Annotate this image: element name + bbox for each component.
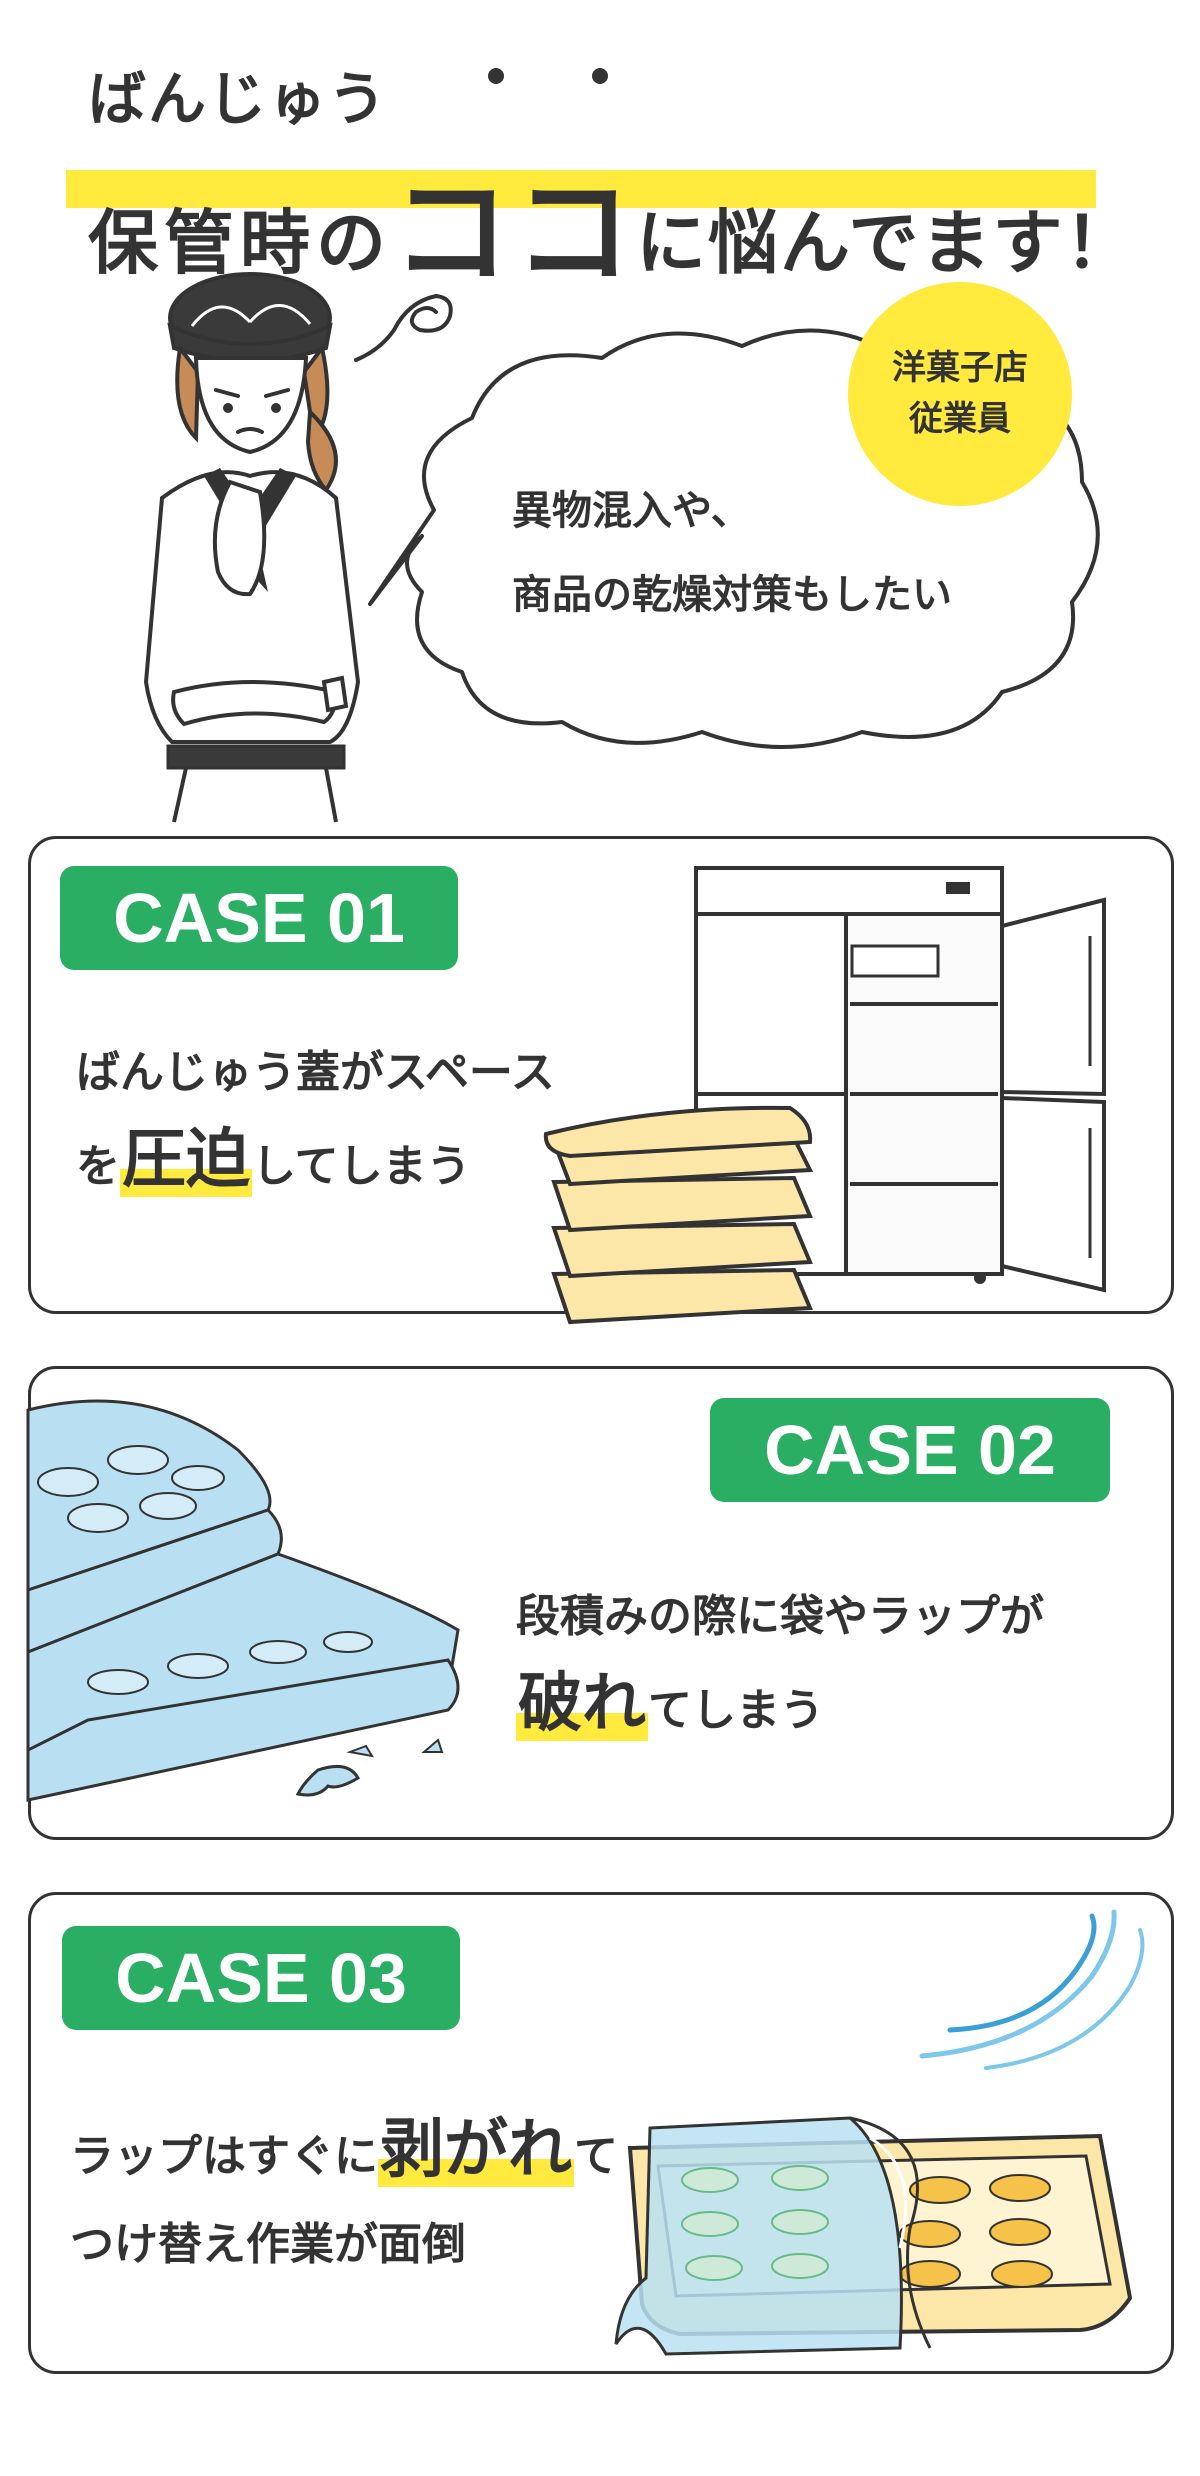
- case-2-emphasis: 破れ: [516, 1667, 648, 1741]
- badge-line1: 洋菓子店: [892, 348, 1028, 388]
- case-label-3: CASE 03: [62, 1926, 460, 2030]
- peeling-wrap-tray-illustration: [614, 2116, 1133, 2356]
- speaker-badge: 洋菓子店 従業員: [848, 282, 1072, 506]
- title-emphasis: ココ: [392, 163, 637, 301]
- title-highlight: [66, 170, 1096, 208]
- badge-line2: 従業員: [909, 399, 1011, 439]
- dizzy-swirl-icon: [354, 293, 453, 362]
- case-3-line2: つけ替え作業が面倒: [70, 2219, 466, 2270]
- emphasis-dot: [488, 68, 504, 84]
- worried-chef-illustration: [143, 272, 361, 823]
- case-2-line2: 破れてしまう: [516, 1652, 824, 1744]
- case-label-2: CASE 02: [710, 1398, 1110, 1502]
- title-line2: 保管時のココに悩んでます！: [88, 130, 1137, 301]
- emphasis-dot: [592, 68, 608, 84]
- case-3-line1-post: て: [574, 2131, 618, 2182]
- case-2-line2-post: てしまう: [648, 1685, 824, 1736]
- case-3-line1: ラップはすぐに剥がれて: [70, 2098, 618, 2190]
- case-1-emphasis: 圧迫: [120, 1123, 252, 1197]
- title-line2-post: に悩んでます！: [636, 202, 1137, 284]
- case-1-line2-pre: を: [76, 1141, 120, 1192]
- case-2-line1: 段積みの際に袋やラップが: [516, 1591, 1044, 1642]
- title-line2-pre: 保管時の: [88, 202, 392, 284]
- case-label-1: CASE 01: [60, 866, 458, 970]
- wind-swirl-icon: [919, 1909, 1145, 2070]
- speech-line2: 商品の乾燥対策もしたい: [512, 572, 952, 618]
- torn-wrap-trays-illustration: [26, 1399, 460, 1802]
- stacked-trays-illustration: [543, 1105, 814, 1325]
- case-3-line1-pre: ラップはすぐに: [70, 2131, 378, 2182]
- case-1-line1: ばんじゅう蓋がスペース: [76, 1047, 555, 1098]
- title-line1: ばんじゅう: [88, 65, 389, 133]
- case-3-emphasis: 剥がれ: [378, 2113, 574, 2187]
- speech-line1: 異物混入や、: [512, 488, 751, 534]
- case-1-line2-post: してしまう: [252, 1141, 471, 1192]
- case-1-line2: を圧迫してしまう: [76, 1108, 471, 1200]
